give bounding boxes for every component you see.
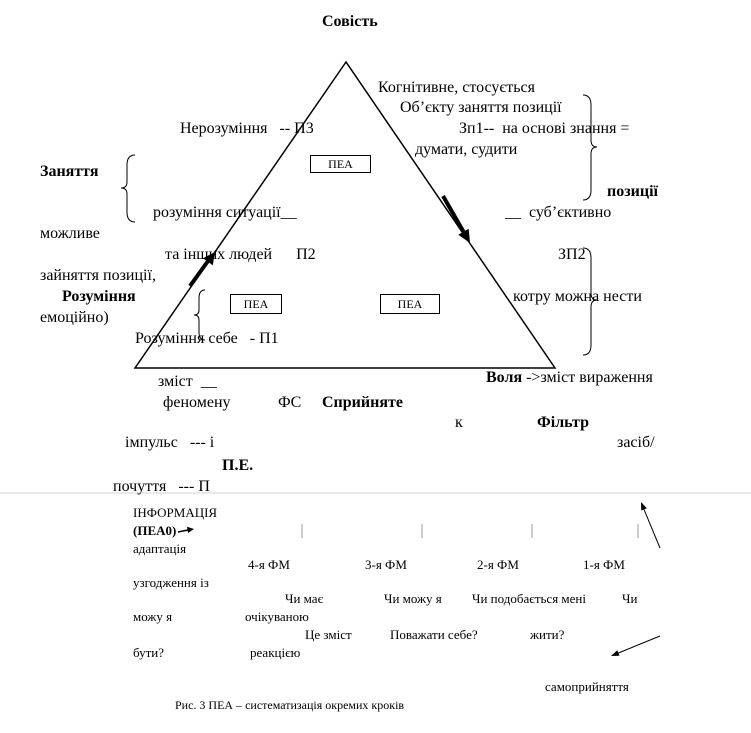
- label-other-people: та інших людей П2: [165, 246, 316, 263]
- label-fm-3: 3-я ФМ: [365, 557, 407, 572]
- label-situation: розуміння ситуації__: [153, 204, 297, 221]
- label-subjective: __ суб’єктивно: [505, 204, 612, 221]
- label-self-understanding: Розуміння себе - П1: [135, 330, 279, 347]
- label-content: зміст __: [158, 373, 217, 390]
- label-filter: Фільтр: [537, 414, 589, 431]
- label-expected: очікуваною: [245, 609, 309, 624]
- left-brace-self: [193, 289, 206, 341]
- label-occupation: Заняття: [40, 163, 99, 180]
- label-zp2: ЗП2: [558, 246, 586, 263]
- label-emotionally: емоційно): [40, 309, 109, 326]
- label-think-judge: думати, судити: [415, 141, 518, 158]
- label-phenomenon: феномену: [163, 394, 231, 411]
- pea-box-left: ПЕА: [230, 294, 282, 314]
- label-this-content: Це зміст: [305, 627, 352, 642]
- label-self-acceptance: самоприйняття: [545, 679, 629, 694]
- label-fs: ФС: [278, 394, 302, 411]
- label-will-row: Воля ->зміст вираження: [470, 351, 653, 405]
- label-misunderstanding: Нерозуміння -- П3: [180, 120, 314, 137]
- label-fm-4: 4-я ФМ: [248, 557, 290, 572]
- right-brace-cognitive: [582, 94, 598, 201]
- label-q-chi: Чи: [622, 591, 638, 606]
- label-understanding: Розуміння: [62, 288, 136, 305]
- label-fm-2: 2-я ФМ: [477, 557, 519, 572]
- label-means: засіб/: [617, 434, 655, 451]
- label-q-can-i: Чи можу я: [384, 591, 442, 606]
- right-brace-zp2: [582, 247, 598, 356]
- pea-box-top: ПЕА: [310, 155, 371, 173]
- label-reaction: реакцією: [250, 645, 301, 660]
- label-respect-self: Поважати себе?: [390, 627, 478, 642]
- triangle: [133, 60, 557, 369]
- label-cognitive: Когнітивне, стосується: [378, 79, 536, 96]
- figure-caption: Рис. 3 ПЕА – систематизація окремих крок…: [175, 698, 405, 712]
- label-q-like: Чи подобається мені: [472, 591, 586, 606]
- label-k: к: [455, 414, 463, 431]
- step-ticks: [301, 524, 639, 538]
- label-can-carry: котру можна нести: [513, 288, 642, 305]
- label-be: бути?: [133, 645, 165, 660]
- label-impulse: імпульс --- і: [125, 434, 215, 451]
- arrow-up-thin: [641, 502, 661, 549]
- label-will-expression: ->зміст вираження: [522, 369, 653, 386]
- label-agreement: узгодження із: [133, 575, 209, 590]
- label-feeling: почуття --- П: [113, 478, 210, 495]
- arrow-up-right-thick: [188, 252, 215, 288]
- label-information: ІНФОРМАЦІЯ: [133, 505, 218, 520]
- label-taking-position: зайняття позиції,: [40, 267, 156, 284]
- label-possible: можливе: [40, 225, 100, 242]
- pea-box-right: ПЕА: [380, 294, 440, 314]
- left-brace-occupation: [120, 154, 136, 223]
- label-can-i: можу я: [133, 609, 173, 624]
- label-object-position: Об’єкту заняття позиції: [400, 99, 562, 116]
- label-perceived: Сприйняте: [322, 394, 403, 411]
- arrow-down-left-thin: [611, 635, 661, 656]
- label-pea0: (ПЕА0): [133, 523, 177, 538]
- label-adaptation: адаптація: [133, 541, 187, 556]
- arrow-pea0: [177, 526, 194, 533]
- label-position: позиції: [607, 183, 658, 200]
- arrow-down-right-thick: [441, 195, 470, 243]
- label-q-has: Чи має: [285, 591, 324, 606]
- label-live: жити?: [530, 627, 565, 642]
- label-pe: П.Е.: [222, 457, 254, 474]
- diagram-title: Совість: [322, 13, 378, 30]
- label-zp1: Зп1-- на основі знання =: [459, 120, 630, 137]
- label-fm-1: 1-я ФМ: [583, 557, 625, 572]
- label-will: Воля: [486, 369, 523, 386]
